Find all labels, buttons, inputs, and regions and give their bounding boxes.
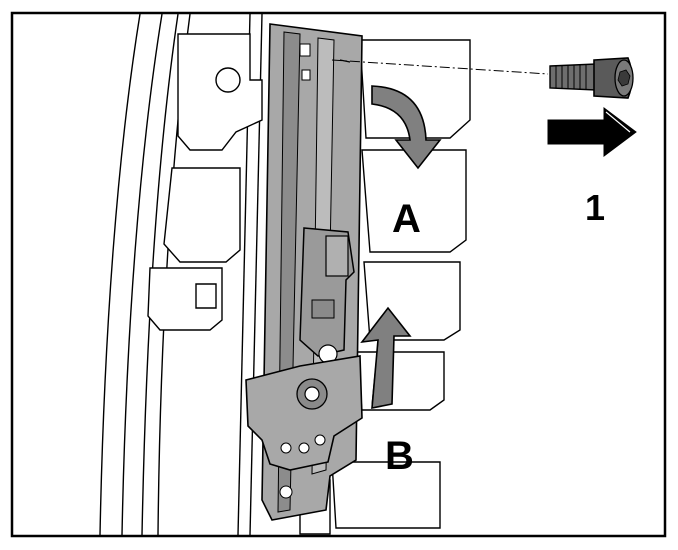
step-number: 1 [585, 187, 606, 228]
callout-a: A [392, 197, 421, 241]
arrow-rotate-icon [371, 85, 442, 170]
arrow-right-icon [547, 107, 637, 157]
callout-b: B [385, 434, 414, 478]
window-carrier [299, 227, 355, 364]
trim-panel-left [147, 33, 263, 331]
arrow-up-icon [360, 306, 412, 409]
clamp-plate [245, 355, 363, 499]
alignment-line [331, 59, 549, 75]
screw-icon [549, 57, 634, 99]
